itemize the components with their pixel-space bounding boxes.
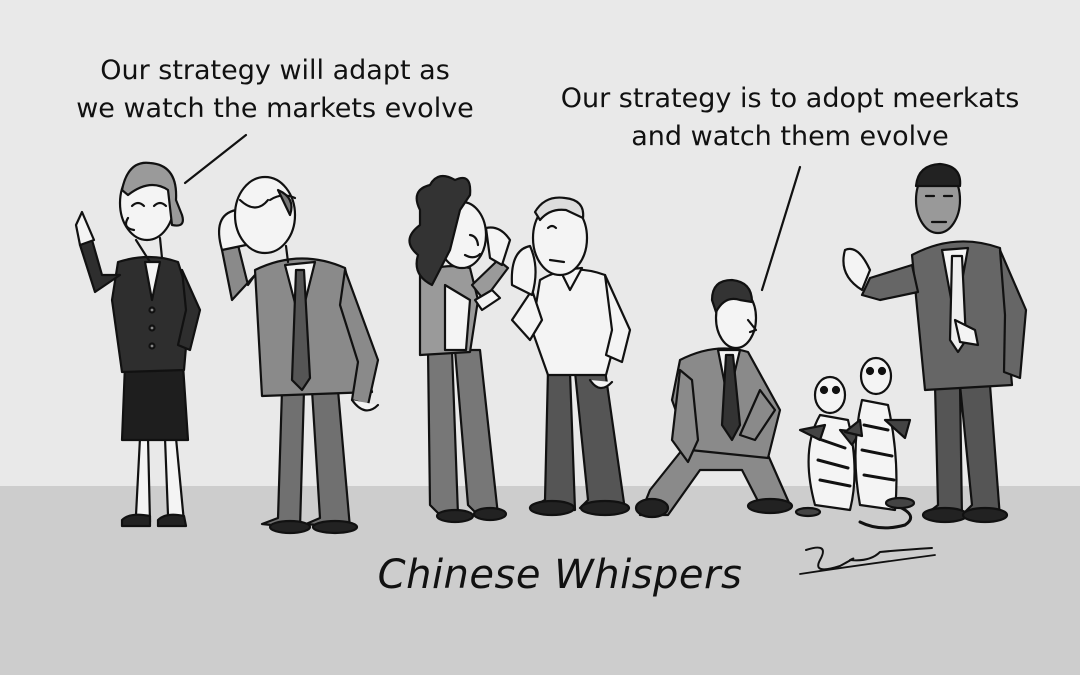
speech-bubble-right: Our strategy is to adopt meerkats and wa… <box>560 83 1020 152</box>
speech-pointer-left <box>183 133 248 185</box>
figure-right-man <box>842 162 1028 524</box>
figure-kneeling-man <box>634 278 794 519</box>
figure-bald-man <box>218 175 380 535</box>
meerkat-right <box>843 356 916 530</box>
figure-woman-left <box>74 161 202 528</box>
meerkat-left <box>794 375 862 518</box>
artist-signature <box>799 546 936 575</box>
figure-white-shirt-man <box>510 196 632 517</box>
cartoon-caption: Chinese Whispers <box>377 552 743 598</box>
figure-curly-woman <box>408 174 512 524</box>
speech-bubble-left: Our strategy will adapt as we watch the … <box>76 55 474 124</box>
speech-pointer-right <box>760 165 802 292</box>
